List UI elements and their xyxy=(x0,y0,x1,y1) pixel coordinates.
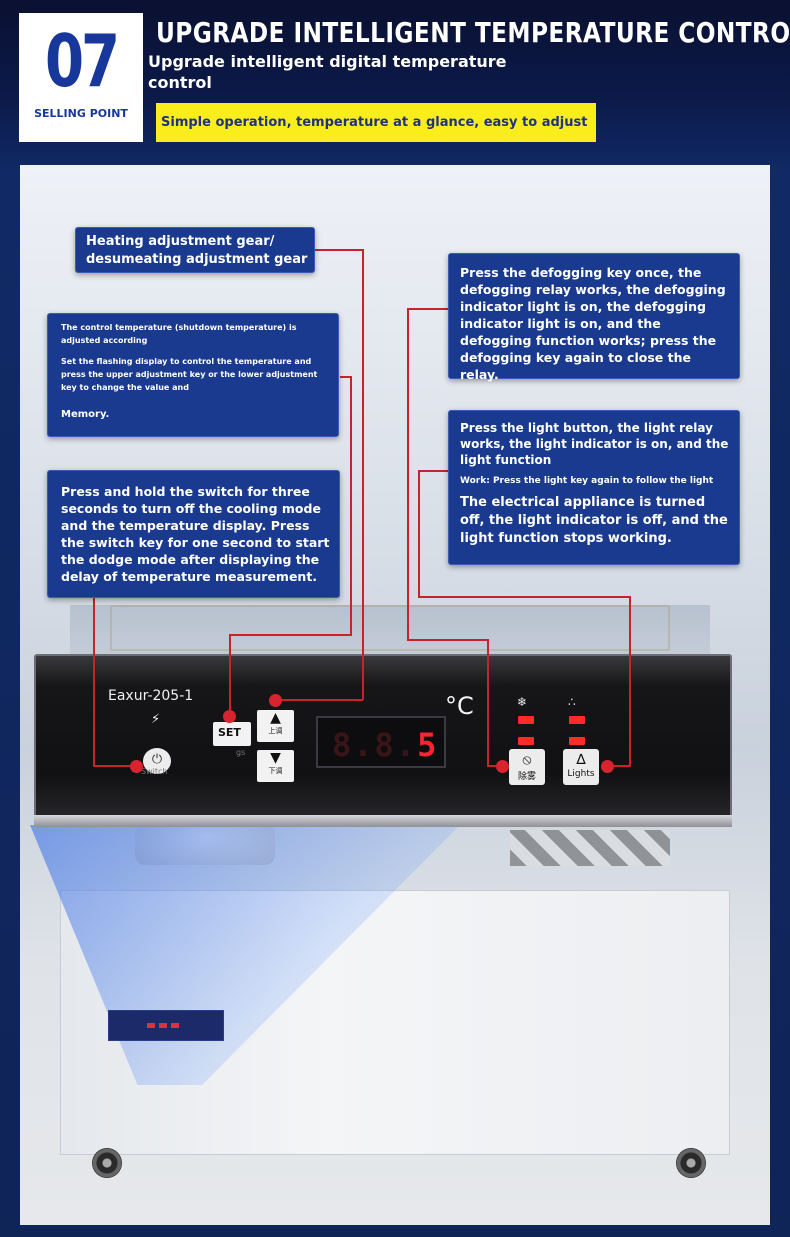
connector-line xyxy=(350,376,352,636)
lights-button[interactable]: ∆ Lights xyxy=(563,749,599,785)
display-digits-dim: 8.8. xyxy=(332,726,418,764)
no-fog-icon: ⦸ xyxy=(522,752,532,768)
lamp-icon: ∆ xyxy=(576,752,586,768)
callout-control-temperature: The control temperature (shutdown temper… xyxy=(47,313,339,437)
connector-line xyxy=(418,470,420,597)
connector-line xyxy=(362,249,364,700)
connector-line xyxy=(275,699,363,701)
light-led-upper xyxy=(569,716,585,724)
connector-line xyxy=(487,639,489,766)
connector-line xyxy=(407,308,449,310)
callout-text: The control temperature (shutdown temper… xyxy=(61,323,297,345)
light-led-lower xyxy=(569,737,585,745)
defog-button[interactable]: ⦸ 除雾 xyxy=(509,749,545,785)
connector-line xyxy=(93,765,137,767)
callout-text: Press the light button, the light relay … xyxy=(460,421,729,467)
page-title: UPGRADE INTELLIGENT TEMPERATURE CONTROL xyxy=(156,16,790,49)
caster-wheel-right xyxy=(676,1148,706,1178)
callout-heating-gear: Heating adjustment gear/ desumeating adj… xyxy=(75,227,315,273)
temperature-display: 8.8.5 xyxy=(316,716,446,768)
connector-dot xyxy=(496,760,509,773)
selling-point-badge: 07 SELLING POINT xyxy=(19,13,143,142)
connector-line xyxy=(605,765,631,767)
connector-line xyxy=(93,598,95,766)
decor-pattern xyxy=(510,830,670,866)
connector-line xyxy=(340,376,352,378)
callout-text: Memory. xyxy=(61,409,110,420)
lamp-indicator-icon: ∴ xyxy=(568,695,576,709)
down-adjust-button[interactable]: ▼ 下调 xyxy=(257,750,294,782)
up-adjust-label: 上调 xyxy=(268,727,283,735)
mini-led xyxy=(147,1023,155,1028)
callout-switch-hold: Press and hold the switch for three seco… xyxy=(47,470,340,598)
switch-label: Switch xyxy=(141,767,168,776)
callout-text: Set the flashing display to control the … xyxy=(61,357,318,392)
display-digit-lit: 5 xyxy=(417,726,439,764)
connector-line xyxy=(229,634,231,717)
badge-number: 07 xyxy=(45,19,120,103)
mini-control-panel xyxy=(108,1010,224,1041)
celsius-unit: °C xyxy=(445,692,474,720)
power-switch-button[interactable]: ⏻ xyxy=(143,748,171,774)
connector-line xyxy=(230,634,352,636)
arrow-down-icon: ▼ xyxy=(270,750,281,766)
lights-label: Lights xyxy=(567,769,595,779)
mini-led xyxy=(171,1023,179,1028)
down-adjust-label: 下调 xyxy=(268,767,283,775)
callout-text: The electrical appliance is turned off, … xyxy=(460,495,728,546)
connector-dot xyxy=(269,694,282,707)
up-adjust-button[interactable]: ▲ 上调 xyxy=(257,710,294,742)
caster-wheel-left xyxy=(92,1148,122,1178)
mini-led xyxy=(159,1023,167,1028)
connector-dot xyxy=(130,760,143,773)
connector-dot xyxy=(601,760,614,773)
model-name: Eaxur-205-1 xyxy=(108,688,194,704)
lightning-icon: ⚡︎ xyxy=(151,712,161,727)
set-sub-label: gs xyxy=(236,748,246,757)
callout-light-function: Press the light button, the light relay … xyxy=(448,410,740,565)
connector-line xyxy=(407,308,409,640)
defog-label: 除雾 xyxy=(517,772,536,782)
display-case-shelf xyxy=(110,605,670,651)
connector-line xyxy=(418,470,449,472)
connector-line xyxy=(407,639,489,641)
badge-label: SELLING POINT xyxy=(34,107,128,120)
snowflake-icon: ❄︎ xyxy=(517,695,528,709)
callout-defog: Press the defogging key once, the defogg… xyxy=(448,253,740,382)
control-panel-rim xyxy=(34,815,732,827)
tagline-banner: Simple operation, temperature at a glanc… xyxy=(156,103,596,142)
arrow-up-icon: ▲ xyxy=(270,710,281,726)
defog-led-upper xyxy=(518,716,534,724)
connector-dot xyxy=(223,710,236,723)
connector-line xyxy=(629,596,631,766)
callout-text: Work: Press the light key again to follo… xyxy=(460,476,714,486)
power-icon: ⏻ xyxy=(151,752,163,767)
defog-led-lower xyxy=(518,737,534,745)
set-button[interactable]: SET xyxy=(213,722,251,746)
page-subtitle: Upgrade intelligent digital temperature … xyxy=(148,52,507,92)
connector-line xyxy=(418,596,630,598)
connector-line xyxy=(315,249,363,251)
